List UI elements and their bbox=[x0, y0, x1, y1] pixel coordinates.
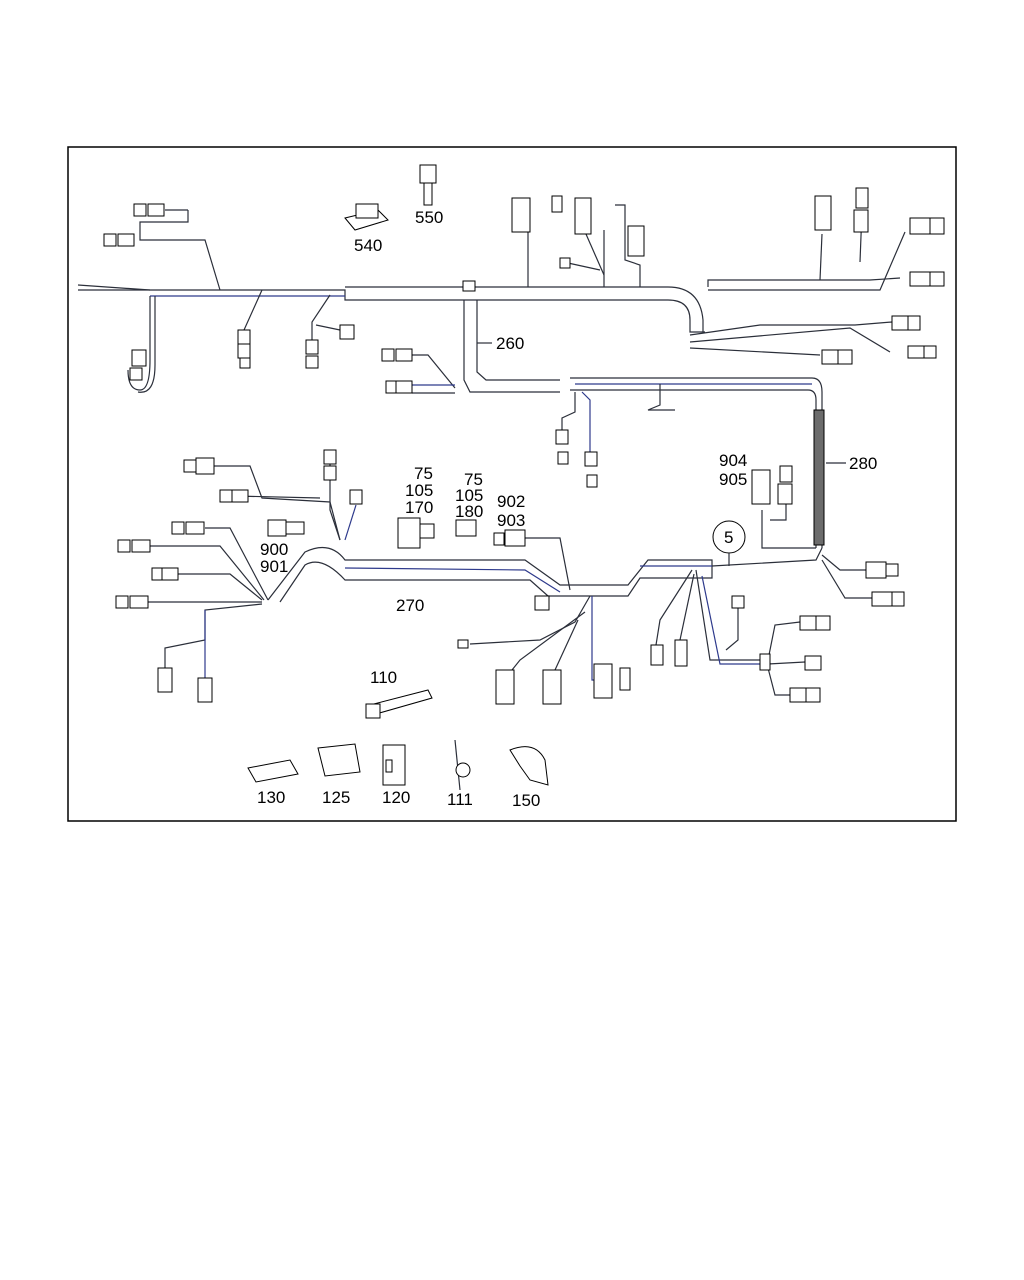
callout-150: 150 bbox=[512, 791, 540, 810]
callout-111: 111 bbox=[447, 790, 473, 809]
callout-904: 904 bbox=[719, 451, 747, 470]
callout-105-a: 105 bbox=[405, 481, 433, 500]
callout-260: 260 bbox=[496, 334, 524, 353]
callout-901: 901 bbox=[260, 557, 288, 576]
callout-180: 180 bbox=[455, 502, 483, 521]
part-110-cable-tie bbox=[365, 689, 433, 719]
part-125-holder bbox=[317, 743, 361, 777]
part-120-bracket bbox=[382, 744, 406, 786]
callout-900: 900 bbox=[260, 540, 288, 559]
upper-harness-260 bbox=[77, 187, 945, 548]
part-130-clip bbox=[247, 759, 299, 783]
callout-280: 280 bbox=[849, 454, 877, 473]
callout-902: 902 bbox=[497, 492, 525, 511]
callout-75-a: 75 bbox=[414, 464, 433, 483]
callout-125: 125 bbox=[322, 788, 350, 807]
callout-905: 905 bbox=[719, 470, 747, 489]
callout-130: 130 bbox=[257, 788, 285, 807]
diagram-frame bbox=[67, 146, 957, 822]
callout-550: 550 bbox=[415, 208, 443, 227]
callout-270: 270 bbox=[396, 596, 424, 615]
callout-540: 540 bbox=[354, 236, 382, 255]
callout-110: 110 bbox=[370, 668, 397, 687]
part-540-clip bbox=[344, 203, 389, 231]
part-550-bolt bbox=[419, 164, 437, 206]
callout-105-b: 105 bbox=[455, 486, 483, 505]
callout-5: 5 bbox=[724, 528, 733, 547]
callout-170: 170 bbox=[405, 498, 433, 517]
part-111-grommet bbox=[454, 739, 471, 791]
callout-903: 903 bbox=[497, 511, 525, 530]
lower-harness-270 bbox=[115, 449, 905, 705]
callout-120: 120 bbox=[382, 788, 410, 807]
callout-75-b: 75 bbox=[464, 470, 483, 489]
part-150-clamp bbox=[509, 746, 549, 786]
